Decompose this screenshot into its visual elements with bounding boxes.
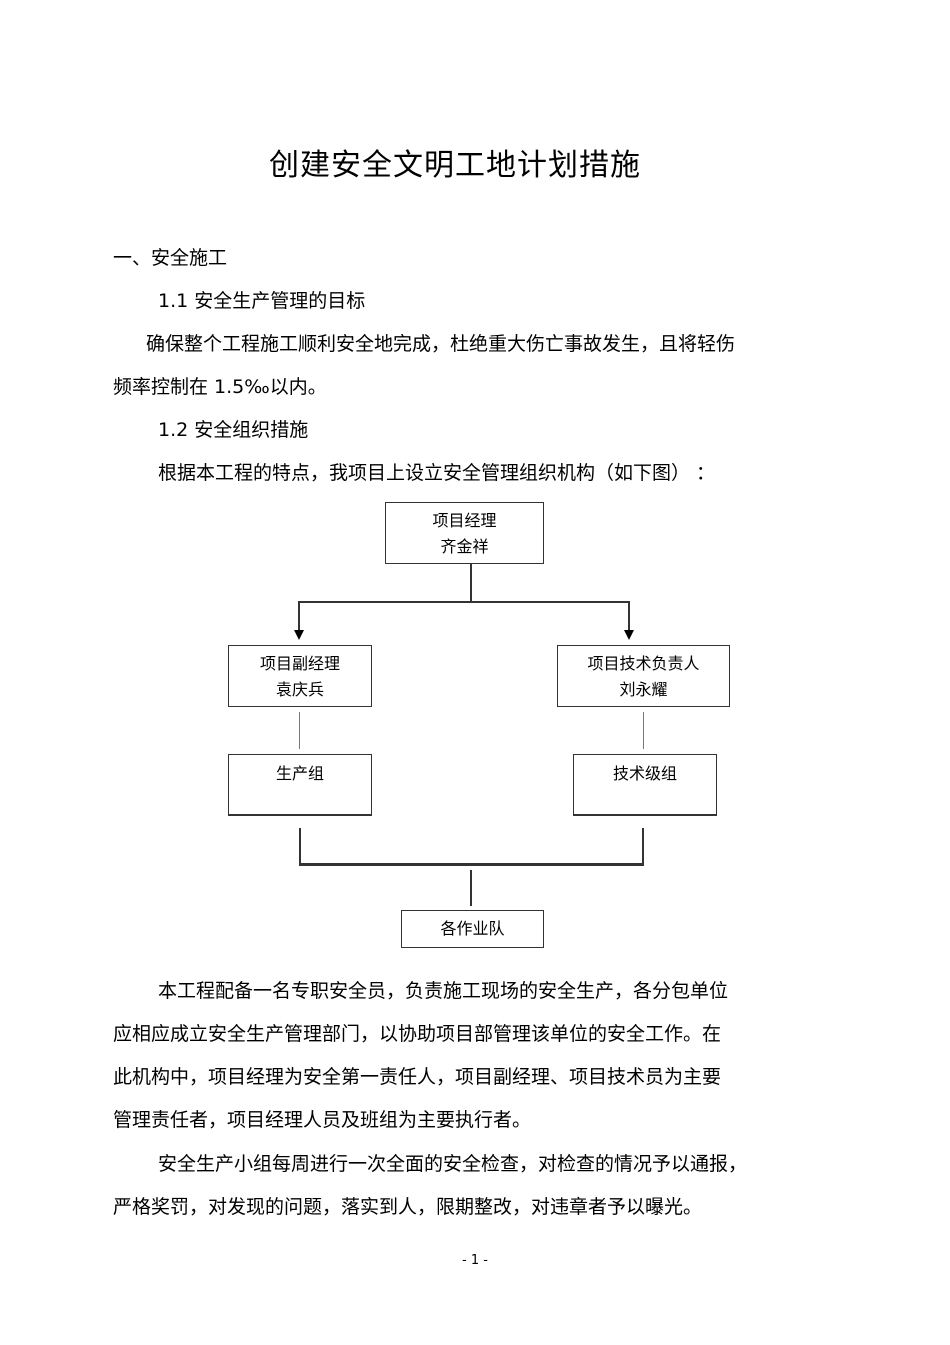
paragraph-line: 本工程配备一名专职安全员，负责施工现场的安全生产，各分包单位 (158, 980, 729, 1002)
arrow-down-icon (294, 630, 304, 640)
subsection-heading: 1.1 安全生产管理的目标 (158, 290, 366, 312)
org-person: 齐金祥 (440, 537, 489, 556)
paragraph-line: 确保整个工程施工顺利安全地完成，杜绝重大伤亡事故发生，且将轻伤 (146, 333, 736, 355)
arrow-down-icon (624, 630, 634, 640)
connector-line (642, 828, 644, 865)
org-role: 项目经理 (432, 511, 497, 530)
paragraph-line: 应相应成立安全生产管理部门，以协助项目部管理该单位的安全工作。在 (113, 1023, 722, 1045)
connector-line (299, 712, 300, 749)
paragraph-line: 此机构中，项目经理为安全第一责任人，项目副经理、项目技术员为主要 (113, 1066, 722, 1088)
section-heading: 一、安全施工 (113, 247, 228, 269)
org-role: 项目副经理 (259, 654, 340, 673)
org-box-technical-lead: 项目技术负责人 刘永耀 (557, 645, 730, 707)
org-role: 项目技术负责人 (587, 654, 700, 673)
paragraph-line: 管理责任者，项目经理人员及班组为主要执行者。 (113, 1109, 532, 1131)
connector-line (298, 601, 300, 631)
org-box-project-manager: 项目经理 齐金祥 (385, 502, 544, 564)
connector-line (299, 828, 301, 865)
org-box-work-teams: 各作业队 (401, 910, 544, 948)
org-group: 技术级组 (612, 764, 677, 783)
paragraph-line: 频率控制在 1.5‰以内。 (113, 376, 327, 398)
connector-line (470, 870, 472, 906)
subsection-heading: 1.2 安全组织措施 (158, 419, 309, 441)
org-box-technical-group: 技术级组 (573, 754, 717, 816)
org-person: 刘永耀 (619, 680, 668, 699)
org-box-production-group: 生产组 (228, 754, 372, 816)
paragraph-line: 根据本工程的特点，我项目上设立安全管理组织机构（如下图） ： (158, 462, 716, 484)
connector-line (299, 863, 644, 866)
connector-line (470, 563, 472, 602)
document-title: 创建安全文明工地计划措施 (269, 148, 641, 183)
paragraph-line: 严格奖罚，对发现的问题，落实到人，限期整改，对违章者予以曝光。 (113, 1196, 703, 1218)
org-group: 各作业队 (440, 919, 505, 938)
page-number: - 1 - (462, 1253, 488, 1268)
connector-line (628, 601, 630, 631)
connector-line (298, 601, 630, 603)
org-person: 袁庆兵 (275, 680, 324, 699)
org-group: 生产组 (275, 764, 324, 783)
connector-line (643, 712, 644, 749)
paragraph-line: 安全生产小组每周进行一次全面的安全检查，对检查的情况予以通报， (158, 1153, 748, 1175)
org-box-deputy-manager: 项目副经理 袁庆兵 (228, 645, 372, 707)
